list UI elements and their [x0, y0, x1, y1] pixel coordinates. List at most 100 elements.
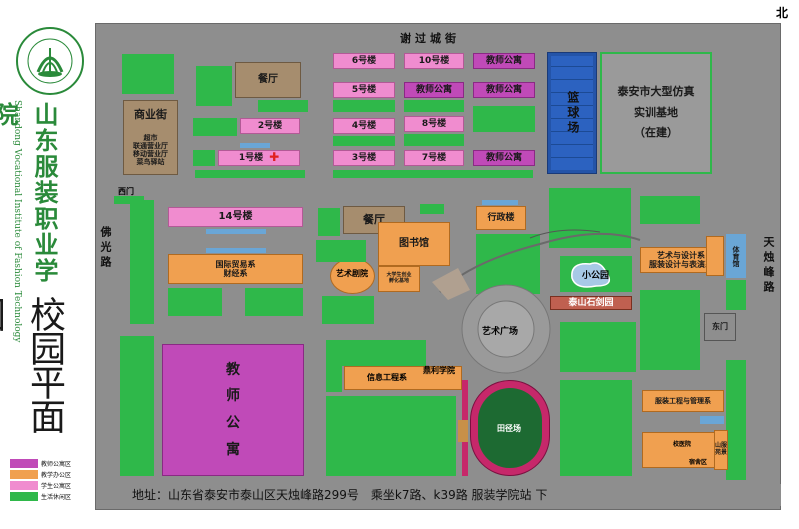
sword-garden[interactable]: 泰山石剑园 — [550, 296, 632, 310]
track-field[interactable]: 田径场 — [470, 380, 550, 476]
legend-label: 学生公寓区 — [41, 483, 72, 490]
hotel-label: 鼎利学院 — [423, 366, 455, 375]
basketball-court[interactable]: 篮球场 — [547, 52, 597, 174]
building-2[interactable]: 2号楼 — [240, 118, 300, 134]
building-6[interactable]: 6号楼 — [333, 53, 395, 69]
theater-label: 艺术剧院 — [336, 268, 368, 279]
clinic-label: 校医院 — [673, 441, 692, 448]
green-area — [193, 150, 215, 166]
building-teacher-1[interactable]: 教师公寓 — [473, 53, 535, 69]
building-10[interactable]: 10号楼 — [404, 53, 464, 69]
track-side-building — [458, 420, 468, 442]
small-building-blue — [700, 416, 724, 424]
green-area — [168, 288, 222, 316]
building-admin[interactable]: 行政楼 — [476, 206, 526, 230]
logo-emblem-icon — [16, 27, 84, 95]
building-clinic[interactable]: 校医院 宿舍区 — [642, 432, 726, 468]
green-area — [640, 196, 700, 224]
green-area — [404, 100, 464, 112]
dorm-center-label: 宿舍区 — [689, 459, 708, 466]
green-area — [726, 280, 746, 310]
green-area — [245, 288, 303, 316]
legend-swatch — [10, 481, 38, 490]
building-1[interactable]: 1号楼 ✚ — [218, 150, 300, 166]
green-area — [560, 380, 632, 476]
building-teacher-big[interactable]: 教 师 公 寓 — [162, 344, 304, 476]
building-teacher-2[interactable]: 教师公寓 — [404, 82, 464, 98]
building-student-center[interactable]: 大学生创业 孵化基地 — [378, 266, 420, 292]
green-area — [404, 134, 464, 146]
building-sports-hall[interactable]: 体育馆 — [726, 234, 746, 278]
building-library[interactable]: 图书馆 — [378, 222, 450, 266]
small-park-label: 小公园 — [582, 271, 610, 281]
green-area — [318, 208, 340, 236]
road-top: 谢过城街 — [400, 32, 460, 45]
green-area — [726, 360, 746, 480]
commerce-label: 商业街 — [134, 108, 167, 121]
green-area — [476, 234, 540, 294]
art-square-label: 艺术广场 — [482, 327, 519, 337]
small-building-blue — [482, 200, 518, 205]
building-3[interactable]: 3号楼 — [333, 150, 395, 166]
legend-item: 生活休闲区 — [10, 492, 88, 501]
building-commerce[interactable]: 商业街 超市 联通营业厅 移动营业厅 菜鸟驿站 — [123, 100, 178, 175]
small-building-blue — [240, 143, 270, 148]
green-area — [193, 118, 237, 136]
legend-label: 教师公寓区 — [41, 461, 72, 468]
gate-east: 东门 — [704, 313, 736, 341]
green-strip — [195, 170, 305, 178]
address-bar: 地址：山东省泰安市泰山区天烛峰路299号 乘坐k7路、k39路 服装学院站 下 — [96, 484, 781, 506]
green-area — [122, 54, 174, 94]
small-park[interactable]: 小公园 — [560, 256, 632, 292]
building-14[interactable]: 14号楼 — [168, 207, 303, 227]
legend-item: 教学办公区 — [10, 470, 88, 479]
green-area — [130, 200, 154, 324]
green-area — [333, 136, 395, 146]
green-area — [640, 290, 700, 370]
building-info[interactable]: 信息工程系 鼎利学院 — [344, 366, 462, 390]
road-left: 佛光路 — [99, 226, 112, 271]
legend-swatch — [10, 470, 38, 479]
green-area — [114, 196, 144, 204]
legend: 教师公寓区 教学办公区 学生公寓区 生活休闲区 — [10, 459, 88, 501]
green-area — [560, 322, 636, 372]
legend-label: 教学办公区 — [41, 472, 72, 479]
building-8[interactable]: 8号楼 — [404, 116, 464, 132]
building-trade[interactable]: 国际贸易系 财经系 — [168, 254, 303, 284]
map-title: 校园平面图 — [0, 296, 65, 432]
building-7[interactable]: 7号楼 — [404, 150, 464, 166]
green-area — [196, 66, 232, 106]
green-area — [333, 100, 395, 112]
building-canteen-1[interactable]: 餐厅 — [235, 62, 301, 98]
small-building-blue — [206, 248, 266, 253]
basketball-label: 篮球场 — [565, 90, 580, 136]
legend-swatch — [10, 492, 38, 501]
building-fashion-eng[interactable]: 服装工程与管理系 — [642, 390, 724, 412]
commerce-shops-label: 超市 联通营业厅 移动营业厅 菜鸟驿站 — [133, 133, 168, 166]
legend-swatch — [10, 459, 38, 468]
medical-cross-icon: ✚ — [269, 150, 280, 165]
legend-item: 教师公寓区 — [10, 459, 88, 468]
green-area — [326, 340, 426, 366]
green-area — [258, 100, 308, 112]
info-label: 信息工程系 — [367, 373, 407, 382]
building-5[interactable]: 5号楼 — [333, 82, 395, 98]
green-area — [316, 240, 366, 262]
training-base[interactable]: 泰安市大型仿真 实训基地 （在建） — [600, 52, 712, 174]
building-teacher-3[interactable]: 教师公寓 — [473, 82, 535, 98]
green-area — [473, 106, 535, 132]
green-area — [322, 296, 374, 324]
school-name-english: Shandong Vocational Institute of Fashion… — [12, 100, 22, 343]
building-shanfu[interactable]: 山服 苑景 — [714, 430, 728, 470]
building-4[interactable]: 4号楼 — [333, 118, 395, 134]
gate-west: 西门 — [118, 187, 134, 196]
track-field-label: 田径场 — [497, 424, 521, 433]
legend-label: 生活休闲区 — [41, 494, 72, 501]
compass-north: 北 — [776, 6, 789, 20]
school-logo — [10, 26, 90, 96]
green-area — [420, 204, 444, 214]
building-teacher-4[interactable]: 教师公寓 — [473, 150, 535, 166]
green-area — [120, 336, 154, 476]
green-strip — [333, 170, 533, 178]
